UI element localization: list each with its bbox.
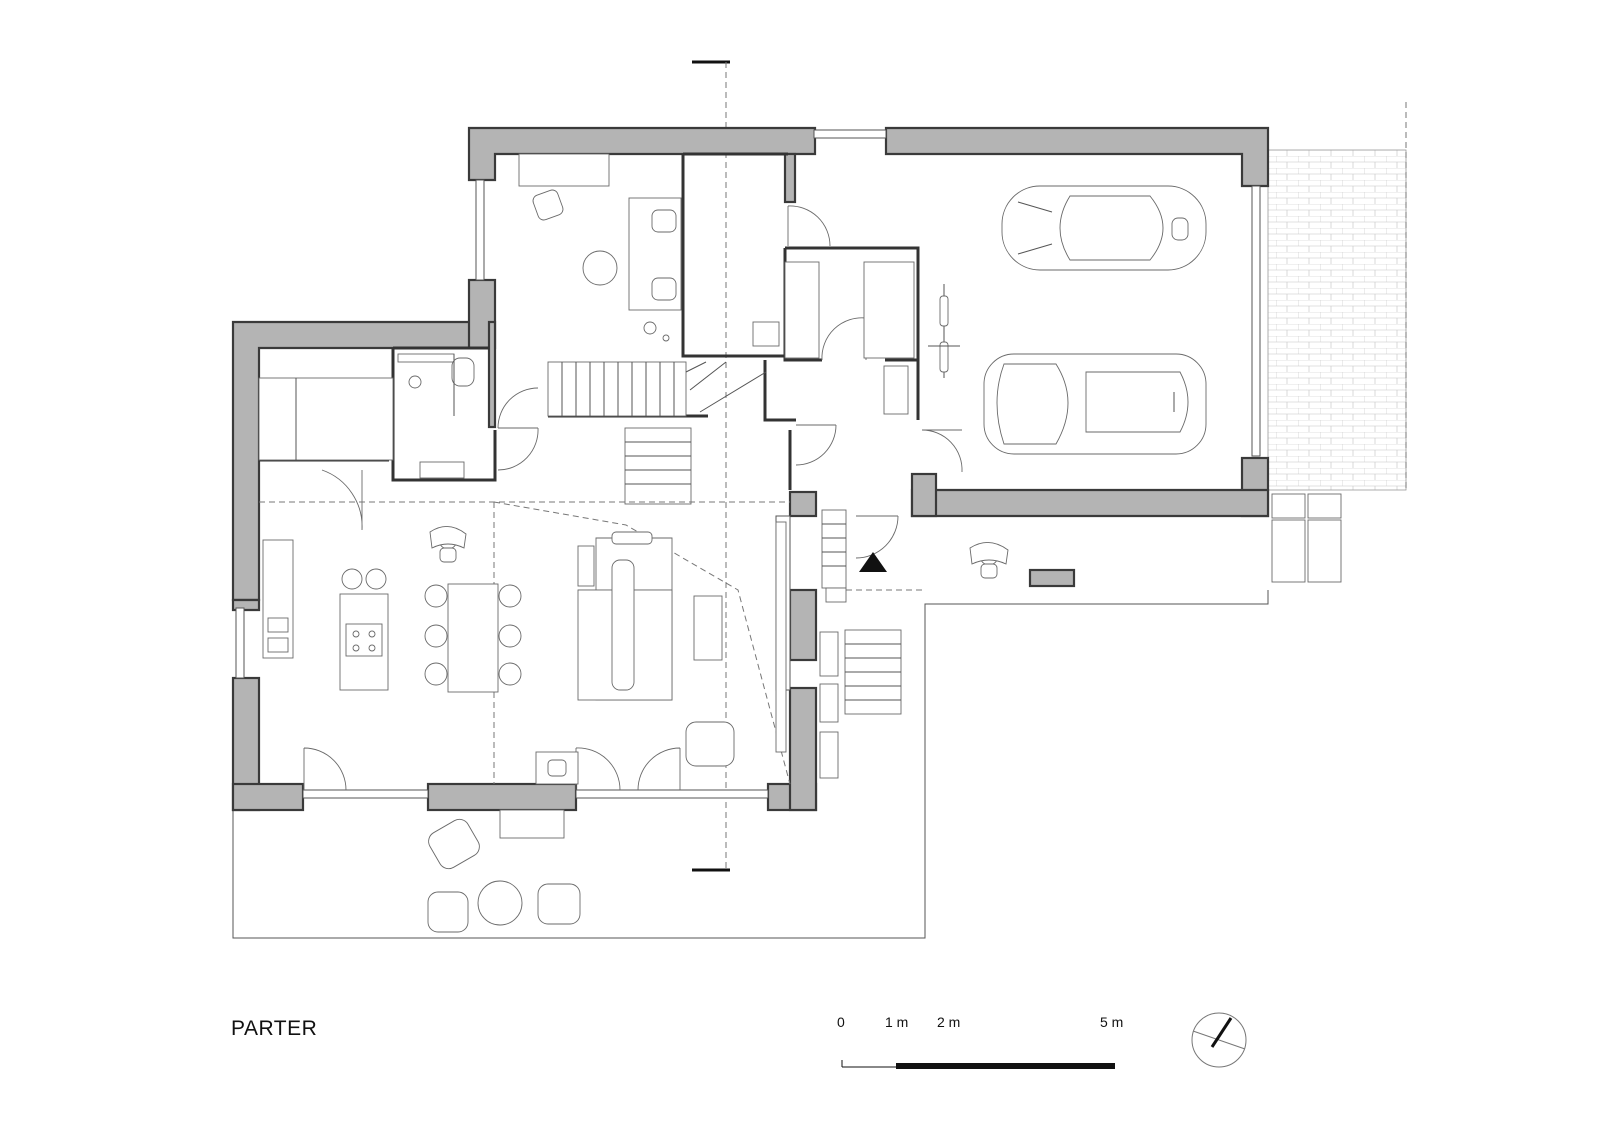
doors bbox=[303, 205, 963, 791]
scale-label-2m: 2 m bbox=[937, 1014, 961, 1030]
bicycle-icon bbox=[928, 284, 960, 378]
study-furniture bbox=[518, 153, 682, 342]
storage-room bbox=[258, 377, 394, 461]
person-icon bbox=[429, 526, 467, 563]
entrance-triangle-icon bbox=[859, 552, 887, 572]
living-furniture bbox=[535, 521, 787, 785]
dining-table bbox=[424, 583, 522, 693]
walls bbox=[231, 126, 1270, 812]
plan-title: PARTER bbox=[231, 1017, 318, 1040]
car-icon bbox=[1001, 185, 1207, 271]
paving-slabs bbox=[1271, 493, 1342, 583]
north-arrow-icon bbox=[1191, 1012, 1247, 1068]
paving-area bbox=[1267, 149, 1407, 491]
bathroom-fixtures bbox=[397, 353, 475, 479]
terrace-furniture bbox=[427, 809, 581, 933]
kitchen-furniture bbox=[262, 539, 389, 691]
person-icon bbox=[969, 542, 1009, 579]
scale-label-1m: 1 m bbox=[885, 1014, 909, 1030]
terrace-outline bbox=[232, 590, 1269, 939]
scale-label-0: 0 bbox=[837, 1014, 845, 1030]
scale-bar bbox=[841, 1060, 1115, 1069]
staircase bbox=[547, 361, 902, 715]
planters bbox=[819, 587, 847, 779]
car-icon bbox=[983, 353, 1207, 455]
wc-fixtures bbox=[752, 261, 915, 415]
scale-label-5m: 5 m bbox=[1100, 1014, 1124, 1030]
